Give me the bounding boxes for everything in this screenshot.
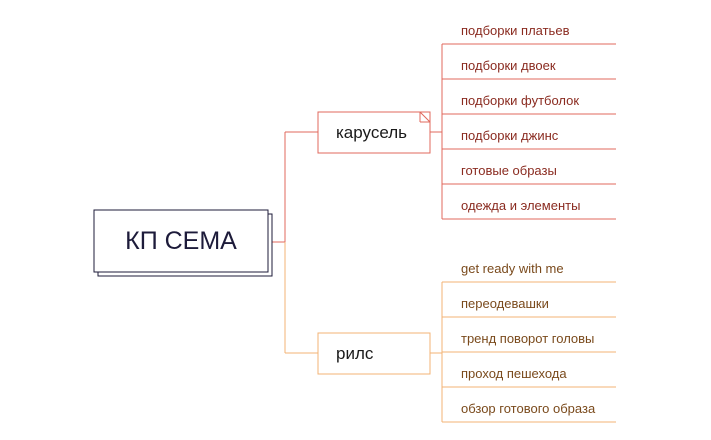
root-node[interactable]: КП СЕМА: [93, 209, 273, 277]
note-fold-icon: [418, 111, 431, 124]
branch-node-karusel[interactable]: карусель: [317, 111, 431, 154]
leaf-label: готовые образы: [461, 163, 557, 178]
branch-rils: рилс get ready with me переодевашки тренд …: [317, 261, 616, 423]
branch-node-rils-label: рилс: [336, 344, 374, 363]
leaf-item[interactable]: подборки футболок: [442, 93, 616, 115]
branch-node-rils[interactable]: рилс: [317, 332, 431, 375]
leaf-label: обзор готового образа: [461, 401, 596, 416]
branch-karusel-items: подборки платьев подборки двоек подборки ф…: [442, 23, 616, 220]
leaf-item[interactable]: проход пешехода: [442, 366, 616, 388]
leaf-label: одежда и элементы: [461, 198, 580, 213]
leaf-item[interactable]: одежда и элементы: [442, 198, 616, 220]
leaf-label: переодевашки: [461, 296, 549, 311]
leaf-item[interactable]: готовые образы: [442, 163, 616, 185]
leaf-item[interactable]: подборки джинс: [442, 128, 616, 150]
branch-karusel-connectors: [430, 44, 443, 219]
leaf-item[interactable]: переодевашки: [442, 296, 616, 318]
leaf-label: подборки джинс: [461, 128, 559, 143]
root-node-box: [93, 209, 269, 273]
branch-node-karusel-box: [317, 111, 431, 154]
branch-node-rils-box: [317, 332, 431, 375]
leaf-item[interactable]: get ready with me: [442, 261, 616, 283]
leaf-label: подборки платьев: [461, 23, 570, 38]
leaf-label: подборки двоек: [461, 58, 556, 73]
leaf-label: подборки футболок: [461, 93, 579, 108]
leaf-item[interactable]: обзор готового образа: [442, 401, 616, 423]
branch-node-karusel-label: карусель: [336, 123, 407, 142]
branch-rils-connectors: [430, 282, 443, 422]
root-connectors: [272, 131, 318, 354]
leaf-label: get ready with me: [461, 261, 564, 276]
leaf-item[interactable]: подборки двоек: [442, 58, 616, 80]
branch-rils-items: get ready with me переодевашки тренд повор…: [442, 261, 616, 423]
root-node-label: КП СЕМА: [125, 227, 237, 255]
leaf-item[interactable]: тренд поворот головы: [442, 331, 616, 353]
leaf-label: тренд поворот головы: [461, 331, 594, 346]
leaf-label: проход пешехода: [461, 366, 567, 381]
leaf-item[interactable]: подборки платьев: [442, 23, 616, 45]
